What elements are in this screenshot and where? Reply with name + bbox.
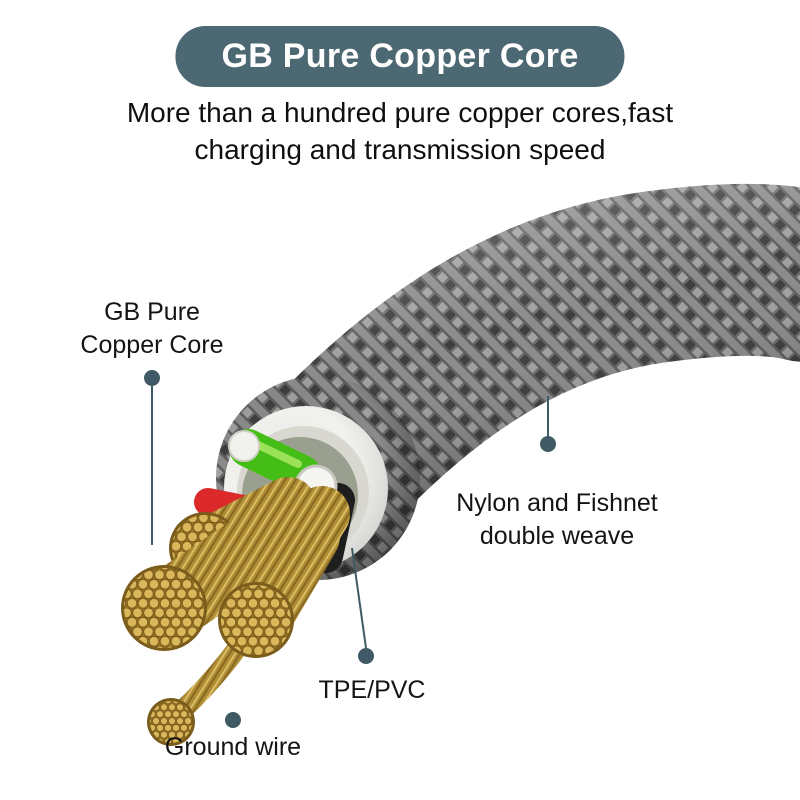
subtitle-text: More than a hundred pure copper cores,fa… [126,97,674,165]
copper-bundle [218,582,294,658]
label-nylon-weave: Nylon and Fishnet double weave [456,489,658,550]
label-copper-core: GB Pure Copper Core [80,298,224,359]
ground-wire-cut-face [147,698,195,746]
callout-lines [151,386,549,649]
dot-copper-core [144,370,160,386]
dot-nylon [540,436,556,452]
label-tpe-pvc: TPE/PVC [318,676,426,704]
callout-dots [144,370,556,728]
title-banner: GB Pure Copper Core [175,26,625,87]
dot-tpe [358,648,374,664]
copper-cores [121,477,350,746]
label-ground-wire: Ground wire [164,733,302,761]
dot-ground [225,712,241,728]
leader-tpe [351,547,367,649]
green-wire-cut-face [228,430,260,462]
copper-bundle [121,565,207,651]
